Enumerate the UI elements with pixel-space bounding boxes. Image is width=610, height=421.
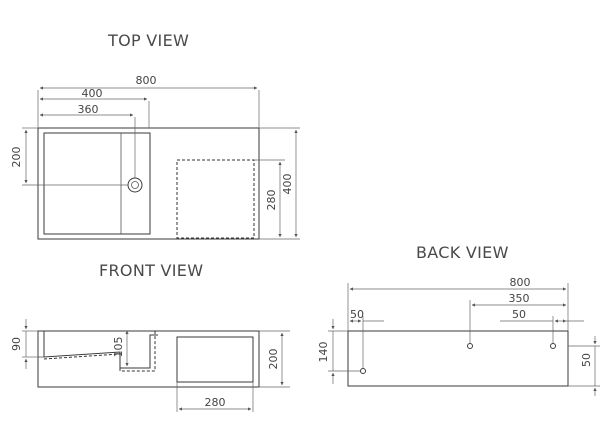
top-view-drain — [127, 177, 143, 193]
top-view-drain-inner — [131, 181, 139, 189]
top-dim-200: 200 — [10, 147, 23, 168]
front-view-hidden-basin — [43, 331, 156, 372]
back-dim-50-left: 50 — [350, 308, 364, 321]
back-view-outline — [347, 330, 569, 387]
back-view-hole-right — [550, 343, 556, 349]
top-view-title: TOP VIEW — [107, 31, 189, 50]
front-view-title: FRONT VIEW — [99, 261, 203, 280]
front-view-basin-profile — [43, 331, 158, 369]
front-dim-200: 200 — [267, 349, 280, 370]
front-view-outline — [37, 330, 260, 388]
top-dim-360: 360 — [78, 103, 99, 116]
top-view-basin — [43, 132, 151, 235]
top-view-outline — [37, 127, 260, 240]
back-view-hole-middle — [467, 343, 473, 349]
front-dim-90: 90 — [10, 337, 23, 351]
back-dim-350: 350 — [509, 292, 530, 305]
top-dim-400v: 400 — [281, 174, 294, 195]
back-view: BACK VIEW 800 350 50 50 140 5 — [317, 243, 600, 396]
front-dim-280: 280 — [205, 396, 226, 409]
top-dim-280: 280 — [265, 190, 278, 211]
top-dim-400: 400 — [82, 87, 103, 100]
back-dim-800: 800 — [510, 276, 531, 289]
front-dim-105: 105 — [112, 337, 125, 358]
front-view-drawer — [176, 336, 254, 383]
back-view-hole-left — [360, 368, 366, 374]
front-view: FRONT VIEW 90 105 200 280 — [10, 261, 290, 412]
top-view-hidden-compartment — [176, 159, 255, 239]
back-dim-50-right: 50 — [512, 308, 526, 321]
top-view: TOP VIEW 800 400 360 200 280 400 — [10, 31, 300, 240]
back-dim-140: 140 — [317, 342, 330, 363]
back-view-title: BACK VIEW — [416, 243, 509, 262]
back-dim-50v: 50 — [580, 353, 593, 367]
top-dim-800: 800 — [136, 74, 157, 87]
